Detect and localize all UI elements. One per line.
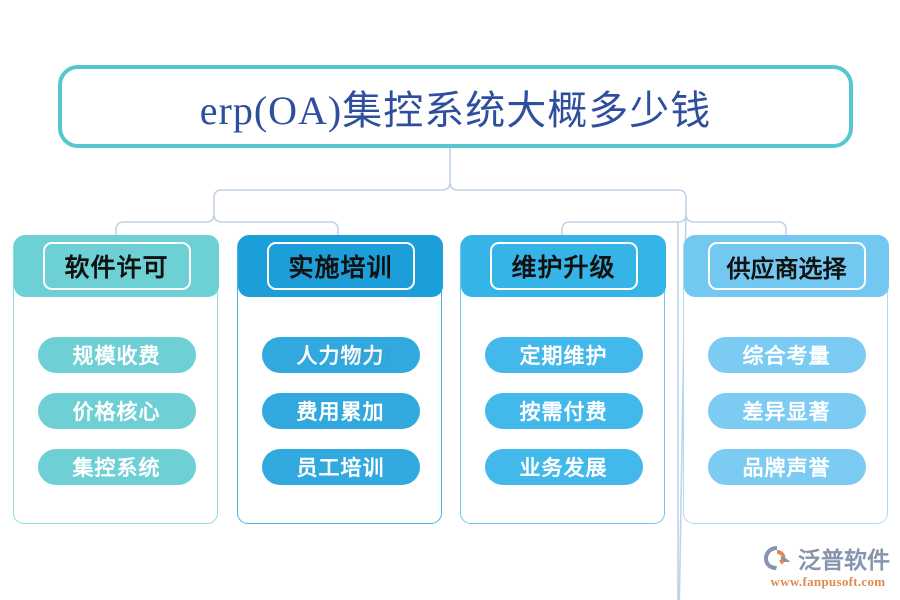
logo-row: 泛普软件 [762,541,894,575]
category-header-1[interactable]: 软件许可 [14,235,219,297]
category-item[interactable]: 品牌声誉 [707,449,866,485]
category-item-list-4: 综合考量 差异显著 品牌声誉 [684,337,889,485]
category-card-1[interactable]: 软件许可 规模收费 价格核心 集控系统 [13,235,219,524]
page-title: erp(OA)集控系统大概多少钱 [199,87,712,133]
category-card-2[interactable]: 实施培训 人力物力 费用累加 员工培训 [237,235,443,524]
category-item[interactable]: 定期维护 [484,337,643,373]
brand-name: 泛普软件 [798,547,890,573]
category-card-3[interactable]: 维护升级 定期维护 按需付费 业务发展 [460,235,666,524]
category-item-list-1: 规模收费 价格核心 集控系统 [14,337,219,485]
category-item[interactable]: 规模收费 [37,337,196,373]
category-header-4[interactable]: 供应商选择 [684,235,889,297]
category-item-list-2: 人力物力 费用累加 员工培训 [238,337,443,485]
category-title-1: 软件许可 [64,255,169,282]
category-item[interactable]: 费用累加 [261,393,420,429]
category-item[interactable]: 价格核心 [37,393,196,429]
watermark-logo: 泛普软件 www.fanpusoft.com [762,541,894,589]
category-header-2[interactable]: 实施培训 [238,235,443,297]
category-header-3[interactable]: 维护升级 [461,235,666,297]
category-item-list-3: 定期维护 按需付费 业务发展 [461,337,666,485]
category-card-4[interactable]: 供应商选择 综合考量 差异显著 品牌声誉 [683,235,889,524]
category-title-2: 实施培训 [288,255,393,282]
category-header-inner-2: 实施培训 [266,242,415,290]
category-title-4: 供应商选择 [726,256,847,283]
title-box: erp(OA)集控系统大概多少钱 [58,65,853,148]
category-item[interactable]: 按需付费 [484,393,643,429]
fanpu-logo-icon [764,545,790,570]
category-header-inner-3: 维护升级 [489,242,638,290]
category-item[interactable]: 集控系统 [37,449,196,485]
category-item[interactable]: 人力物力 [261,337,420,373]
category-item[interactable]: 差异显著 [707,393,866,429]
category-header-inner-1: 软件许可 [42,242,191,290]
category-item[interactable]: 综合考量 [707,337,866,373]
brand-url: www.fanpusoft.com [770,573,886,589]
category-title-3: 维护升级 [511,255,616,282]
category-item[interactable]: 业务发展 [484,449,643,485]
category-item[interactable]: 员工培训 [261,449,420,485]
category-header-inner-4: 供应商选择 [707,242,866,290]
